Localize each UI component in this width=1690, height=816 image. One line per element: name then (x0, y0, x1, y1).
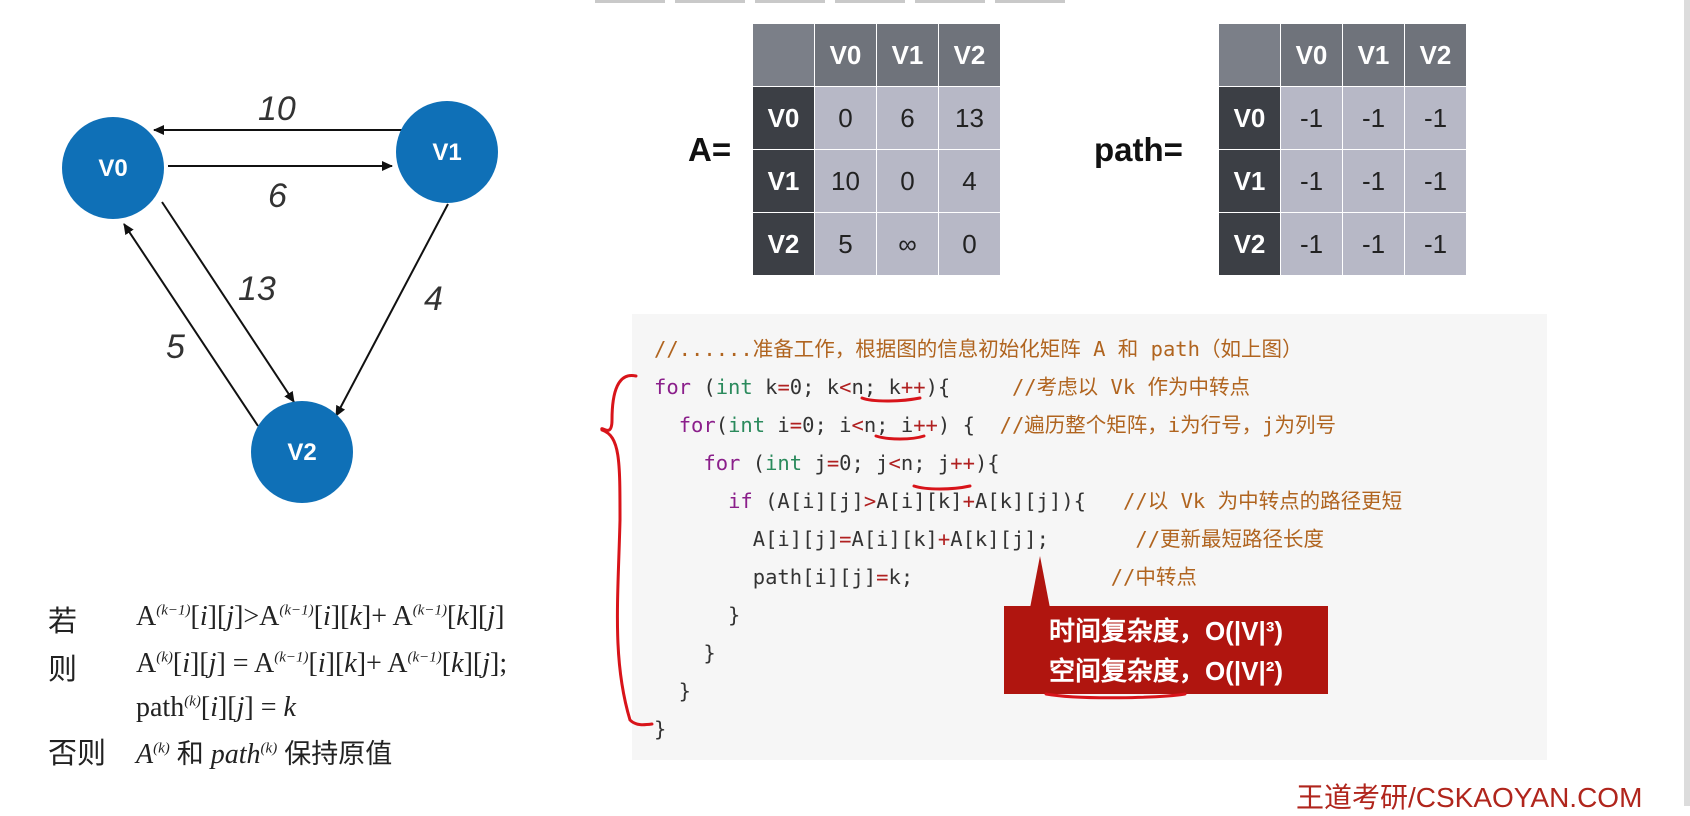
time-complexity: 时间复杂度，O(|V|³) (1048, 616, 1284, 646)
matrix-cell: -1 (1280, 86, 1343, 150)
formula-update-a: A(k)[i][j] = A(k−1)[i][k]+ A(k−1)[k][j]; (136, 648, 508, 679)
edge-v2-v0 (123, 223, 259, 427)
matrix-path-label: path= (1094, 131, 1183, 168)
code-comment: //考虑以 Vk 作为中转点 (1011, 375, 1251, 399)
code-line-10: } (654, 679, 692, 703)
matrix-cell: 0 (876, 149, 939, 213)
node-v2 (251, 401, 353, 503)
node-label-v2: V2 (287, 439, 316, 466)
formula-if-key: 若 (48, 604, 78, 638)
node-v0 (62, 117, 164, 219)
formula-update-path: path(k)[i][j] = k (136, 692, 296, 723)
matrix-cell: -1 (1280, 149, 1343, 213)
matrix-cell: -1 (1342, 86, 1405, 150)
matrix-a: V0 V1 V2 V0 0 6 13 V1 10 0 4 V2 5 ∞ 0 (752, 23, 1001, 276)
matrix-cell: 5 (814, 212, 877, 276)
matrix-cell: -1 (1342, 149, 1405, 213)
code-comment: //遍历整个矩阵，i为行号，j为列号 (999, 413, 1336, 437)
row-header: V2 (752, 212, 815, 276)
code-line-8: } (654, 603, 741, 627)
col-header: V1 (876, 23, 939, 87)
matrix-a-label: A= (688, 131, 732, 168)
formula-else: A(k) 和 path(k) 保持原值 (136, 739, 393, 770)
edge-label-6: 6 (268, 177, 287, 215)
code-line-1: //......准备工作，根据图的信息初始化矩阵 A 和 path（如上图） (654, 336, 1302, 362)
matrix-cell: ∞ (876, 212, 939, 276)
code-comment: //......准备工作，根据图的信息初始化矩阵 A 和 path（如上图） (654, 337, 1303, 361)
code-line-2: for (int k=0; k<n; k++){ //考虑以 Vk 作为中转点 (654, 375, 1251, 399)
code-block: //......准备工作，根据图的信息初始化矩阵 A 和 path（如上图） f… (632, 314, 1547, 760)
code-line-11: } (654, 717, 667, 741)
code-comment: //以 Vk 为中转点的路径更短 (1123, 489, 1403, 513)
matrix-cell: -1 (1342, 212, 1405, 276)
matrix-cell: -1 (1404, 212, 1467, 276)
code-line-7: path[i][j]=k; //中转点 (654, 565, 1197, 589)
matrix-cell: 13 (938, 86, 1001, 150)
matrix-cell: -1 (1404, 149, 1467, 213)
code-line-4: for (int j=0; j<n; j++){ (703, 451, 1000, 475)
code-line-9: } (654, 641, 716, 665)
col-header: V2 (938, 23, 1001, 87)
col-header: V2 (1404, 23, 1467, 87)
code-line-5: if (A[i][j]>A[i][k]+A[k][j]){ //以 Vk 为中转… (728, 489, 1403, 513)
code-line-6: A[i][j]=A[i][k]+A[k][j]; //更新最短路径长度 (654, 527, 1325, 551)
matrix-cell: 6 (876, 86, 939, 150)
edge-label-4: 4 (424, 280, 443, 318)
matrix-cell: 0 (938, 212, 1001, 276)
col-header: V0 (814, 23, 877, 87)
matrix-path: V0 V1 V2 V0 -1 -1 -1 V1 -1 -1 -1 V2 -1 -… (1218, 23, 1467, 276)
node-v1 (396, 101, 498, 203)
node-label-v0: V0 (98, 155, 127, 182)
matrix-cell: -1 (1280, 212, 1343, 276)
row-header: V1 (752, 149, 815, 213)
row-header: V0 (752, 86, 815, 150)
callout-pointer (1030, 556, 1050, 608)
matrix-cell: 0 (814, 86, 877, 150)
formula-then-key: 则 (48, 652, 78, 686)
row-header: V1 (1218, 149, 1281, 213)
directed-graph: 10 6 13 4 5 V0 V1 V2 (62, 90, 498, 503)
matrix-cell: 4 (938, 149, 1001, 213)
edge-v0-v2 (161, 201, 295, 403)
code-line-3: for(int i=0; i<n; i++) { //遍历整个矩阵，i为行号，j… (678, 413, 1336, 437)
row-header: V2 (1218, 212, 1281, 276)
formula-condition: A(k−1)[i][j]>A(k−1)[i][k]+ A(k−1)[k][j] (136, 601, 505, 632)
row-header: V0 (1218, 86, 1281, 150)
complexity-callout: 时间复杂度，O(|V|³) 空间复杂度，O(|V|²) (1004, 606, 1328, 694)
right-edge-bar (1684, 0, 1690, 806)
matrix-corner (752, 23, 815, 87)
matrix-cell: -1 (1404, 86, 1467, 150)
code-comment: //中转点 (1110, 565, 1197, 589)
edge-label-13: 13 (238, 270, 276, 308)
code-comment: //更新最短路径长度 (1135, 527, 1325, 551)
formula-else-key: 否则 (48, 736, 107, 770)
col-header: V1 (1342, 23, 1405, 87)
edge-label-5: 5 (166, 328, 185, 366)
formula-else-text: 保持原值 (284, 739, 393, 770)
col-header: V0 (1280, 23, 1343, 87)
matrix-cell: 10 (814, 149, 877, 213)
edge-v1-v2 (335, 203, 449, 417)
edge-label-10: 10 (258, 90, 296, 128)
matrix-corner (1218, 23, 1281, 87)
watermark: 王道考研/CSKAOYAN.COM (1296, 782, 1643, 813)
node-label-v1: V1 (432, 139, 461, 166)
space-complexity: 空间复杂度，O(|V|²) (1048, 656, 1284, 686)
top-toolbar-strip (595, 0, 1065, 3)
